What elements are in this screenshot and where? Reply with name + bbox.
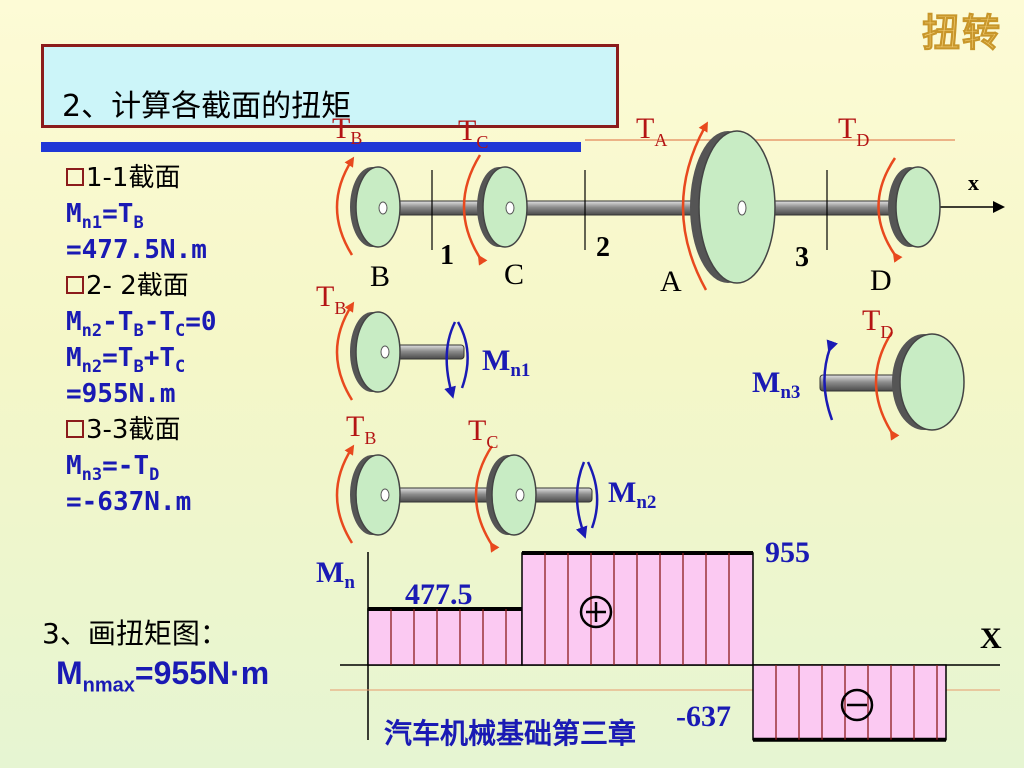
equation-text: M — [66, 451, 82, 481]
mn2-label: Mn2 — [608, 476, 656, 513]
mn3-label: Mn3 — [752, 366, 800, 403]
step3-heading: 3、画扭矩图： — [42, 617, 228, 650]
equation-line: =477.5N.m — [66, 232, 326, 268]
pulley-b — [350, 166, 401, 248]
equation-text: =T — [102, 199, 134, 229]
free-body-2: TB TC Mn2 — [335, 410, 656, 553]
pulley-label-d: D — [870, 264, 892, 297]
equation-text: +T — [143, 343, 176, 373]
torque-label-d: TD — [838, 112, 869, 150]
equation-line: Mn3=-TD — [66, 448, 326, 486]
subscript: B — [133, 321, 144, 342]
equation-line: Mn1=TB — [66, 196, 326, 234]
equation-text: =-T — [102, 451, 150, 481]
equation-text: M — [66, 199, 82, 229]
footer-text: 汽车机械基础第三章 — [384, 717, 637, 750]
equation-text: -T — [143, 307, 176, 337]
section-heading-2: 2- 2截面 — [66, 268, 326, 304]
value-label-3: -637 — [676, 700, 731, 733]
subscript: B — [133, 357, 144, 378]
equation-text: =477.5N.m — [66, 235, 207, 265]
diagram-x-label: X — [980, 622, 1002, 655]
section-heading: 2、计算各截面的扭矩 — [62, 89, 352, 124]
torque-arc-a — [681, 121, 708, 291]
checkbox-icon — [66, 275, 84, 294]
torque-arc-d — [877, 157, 903, 263]
value-label-1: 477.5 — [405, 578, 473, 611]
subscript: n2 — [81, 321, 103, 342]
max-torque: Mnmax=955N·m — [56, 655, 270, 697]
diagram-y-label: Mn — [316, 556, 355, 593]
section-label: 2- 2截面 — [86, 271, 189, 301]
subscript: B — [133, 213, 144, 234]
subscript: n1 — [81, 213, 103, 234]
subscript: C — [175, 357, 186, 378]
torque-label-a: TA — [636, 112, 667, 150]
equation-line: =955N.m — [66, 376, 326, 412]
equation-text: =955N.m — [66, 379, 176, 409]
free-body-1: TB Mn1 — [316, 280, 530, 401]
pulley-label-c: C — [504, 258, 524, 291]
pulley-a — [690, 130, 776, 284]
checkbox-icon — [66, 167, 84, 186]
diagram-bars: 477.5 955 -637 — [367, 536, 947, 742]
heading-box: 2、计算各截面的扭矩 — [41, 44, 619, 128]
equation-text: =0 — [185, 307, 217, 337]
plus-sign — [579, 595, 613, 629]
subscript: n3 — [81, 465, 103, 486]
section-heading-1: 1-1截面 — [66, 160, 326, 196]
subscript: D — [149, 465, 160, 486]
equation-text: -T — [102, 307, 134, 337]
torque-bar-3 — [752, 664, 947, 741]
chapter-title: 扭转 — [921, 11, 1002, 56]
equation-line: =-637N.m — [66, 484, 326, 520]
minus-sign — [840, 688, 874, 722]
equation-text: =T — [102, 343, 134, 373]
pulley-d — [888, 166, 941, 248]
torque-arc-b — [335, 156, 355, 256]
torque-diagram: Mn X 477.5 955 -637 — [316, 536, 1002, 742]
fbd3-torque-label: TD — [862, 304, 893, 342]
section-heading-3: 3-3截面 — [66, 412, 326, 448]
section-label-1: 1 — [440, 240, 454, 271]
shaft-assembly: x 1 2 3 — [332, 112, 1005, 298]
checkbox-icon — [66, 419, 84, 438]
equation-line: Mn2=TB+TC — [66, 340, 326, 378]
fbd1-torque-label: TB — [316, 280, 346, 318]
section-label-2: 2 — [596, 232, 610, 263]
equation-text: M — [66, 343, 82, 373]
subscript: C — [175, 321, 186, 342]
main-shaft — [374, 200, 921, 216]
section-label: 1-1截面 — [86, 163, 181, 193]
fbd2-torque-label-b: TB — [346, 410, 376, 448]
free-body-3: TD Mn3 — [752, 304, 965, 441]
heading-underline — [41, 142, 581, 152]
torque-arc-c — [462, 154, 488, 266]
mn1-label: Mn1 — [482, 344, 530, 381]
pulley-label-a: A — [660, 265, 682, 298]
equation-text: M — [66, 307, 82, 337]
value-label-2: 955 — [765, 536, 810, 569]
section-label-3: 3 — [795, 242, 809, 273]
equation-line: Mn2-TB-TC=0 — [66, 304, 326, 342]
pulley-label-b: B — [370, 260, 390, 293]
subscript: n2 — [81, 357, 103, 378]
torque-label-b: TB — [332, 112, 362, 148]
fbd2-torque-label-c: TC — [468, 414, 498, 452]
equation-text: =-637N.m — [66, 487, 192, 517]
torque-bar-1 — [367, 608, 523, 666]
x-axis-label: x — [968, 170, 979, 195]
pulley-c — [477, 166, 528, 248]
section-label: 3-3截面 — [86, 415, 181, 445]
torque-label-c: TC — [458, 114, 488, 152]
